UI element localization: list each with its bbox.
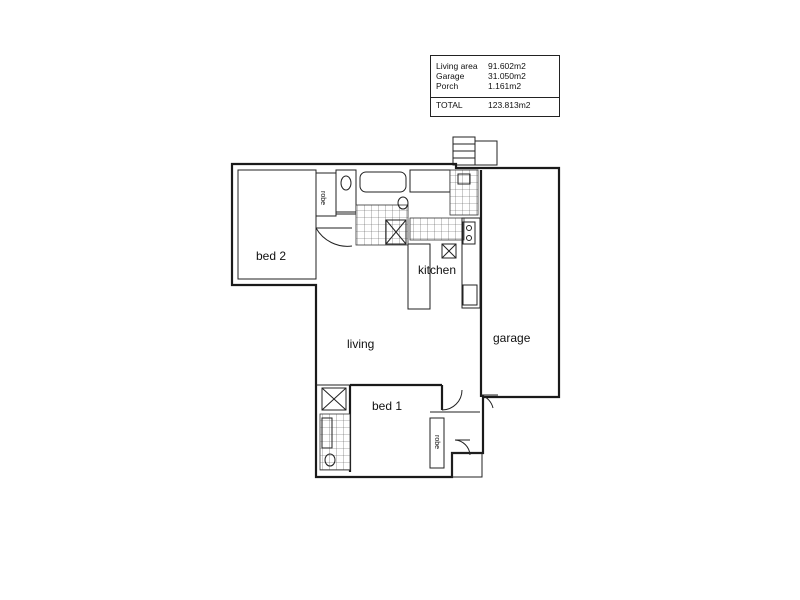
garage-door-swing (480, 394, 498, 409)
area-row-living: Living area 91.602m2 (431, 61, 559, 71)
area-value: 91.602m2 (488, 61, 526, 71)
room-label-kitchen: kitchen (418, 263, 456, 277)
bed2-door-swing (315, 227, 353, 247)
room-label-bed1: bed 1 (372, 399, 402, 413)
room-label-bed2: bed 2 (256, 249, 286, 263)
area-total-label: TOTAL (436, 100, 463, 110)
area-row-total: TOTAL 123.813m2 (431, 97, 559, 110)
laundry-tiles (449, 169, 479, 216)
area-label: Porch (436, 81, 459, 91)
kitchen-area (385, 217, 481, 310)
interior-wall-line (237, 169, 317, 280)
bathroom-top (335, 169, 451, 246)
porch-steps (452, 136, 498, 166)
area-value: 31.050m2 (488, 71, 526, 81)
area-total-value: 123.813m2 (488, 100, 531, 110)
area-label: Living area (436, 61, 478, 71)
room-label-living: living (347, 337, 374, 351)
area-row-porch: Porch 1.161m2 (431, 81, 559, 91)
area-value: 1.161m2 (488, 81, 522, 91)
area-label: Garage (436, 71, 465, 81)
robe-top-label: robe (319, 191, 326, 205)
porch (451, 452, 483, 478)
area-row-garage: Garage 31.050m2 (431, 71, 559, 81)
area-schedule-table: Living area 91.602m2 Garage 31.050m2 Por… (430, 55, 560, 117)
exterior-wall (230, 162, 561, 479)
room-label-garage: garage (493, 331, 531, 345)
bed1-area (316, 383, 480, 472)
robe-bottom-label: robe (433, 435, 440, 449)
